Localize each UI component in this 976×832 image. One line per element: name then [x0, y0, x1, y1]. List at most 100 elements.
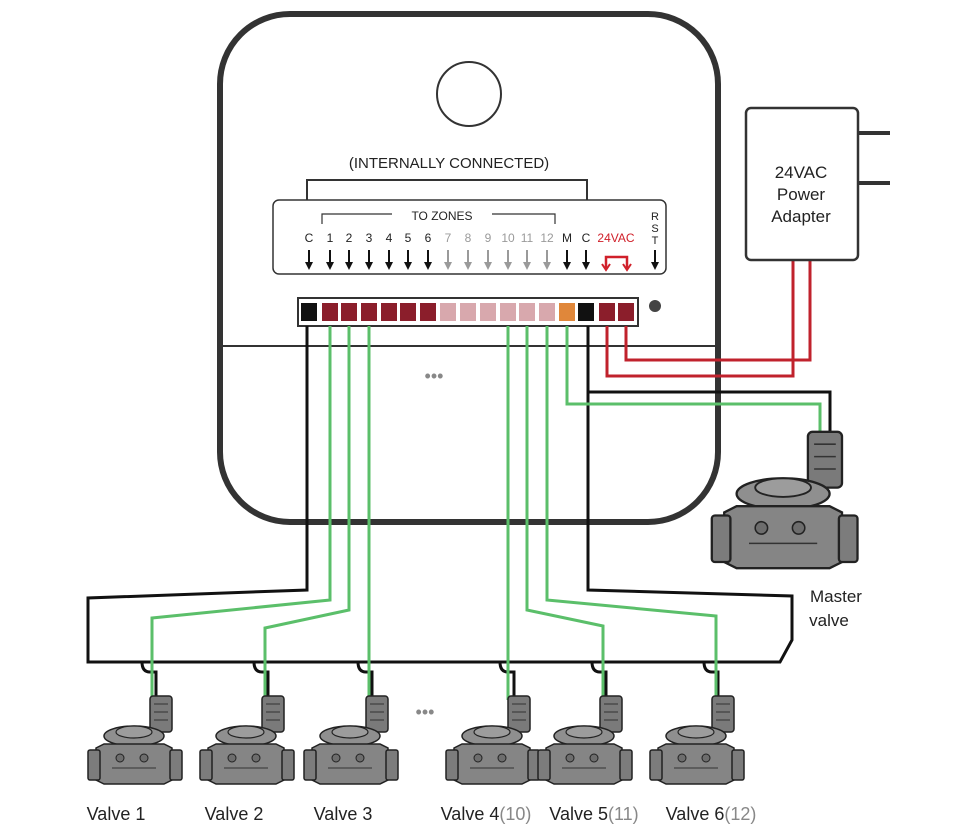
zone-valve — [649, 695, 745, 785]
terminal-arrow — [563, 250, 571, 270]
terminal-arrow — [424, 250, 432, 270]
terminal-label: 1 — [327, 231, 334, 245]
terminal-block — [578, 303, 594, 321]
terminal-arrow — [582, 250, 590, 270]
terminal-arrow — [651, 250, 659, 270]
controller-knob — [436, 61, 502, 127]
terminal-block — [599, 303, 615, 321]
valve-label: Valve 5(11) — [549, 804, 638, 824]
adapter-label-line1: 24VAC — [775, 163, 828, 182]
terminal-block — [480, 303, 496, 321]
master-valve-label-line2: valve — [809, 611, 849, 630]
terminal-block — [420, 303, 436, 321]
master-valve-label-line1: Master — [810, 587, 862, 606]
terminal-arrow — [523, 250, 531, 270]
terminal-arrow — [305, 250, 313, 270]
zone-wire-1 — [150, 326, 332, 700]
terminal-label: 10 — [501, 231, 515, 245]
terminal-label: 6 — [425, 231, 432, 245]
zone-valve — [303, 695, 399, 785]
red-wire-2 — [624, 260, 812, 362]
terminal-arrow — [484, 250, 492, 270]
terminal-label: 3 — [366, 231, 373, 245]
terminal-block — [440, 303, 456, 321]
terminal-label: 5 — [405, 231, 412, 245]
valve-label: Valve 6(12) — [666, 804, 757, 824]
terminal-arrows — [305, 250, 659, 270]
terminal-block — [361, 303, 377, 321]
zone-wire-6 — [545, 326, 718, 700]
to-zones-bracket — [321, 213, 556, 224]
vac-label: 24VAC — [597, 231, 634, 245]
vac-jumper-arrowheads — [601, 263, 632, 272]
terminal-block — [400, 303, 416, 321]
terminal-arrow — [543, 250, 551, 270]
reset-button[interactable] — [649, 300, 661, 312]
rst-label: R S T — [651, 211, 659, 247]
zone-wire-2 — [263, 326, 351, 700]
zone-wire-5 — [525, 326, 605, 700]
controller-ellipsis: ••• — [425, 366, 444, 386]
common-drops — [140, 661, 720, 698]
common-drop — [590, 661, 608, 698]
terminal-arrow — [345, 250, 353, 270]
terminal-arrow — [365, 250, 373, 270]
terminal-block — [500, 303, 516, 321]
terminal-block — [322, 303, 338, 321]
valve-label: Valve 3 — [314, 804, 373, 824]
valve-labels: Valve 1 Valve 2 Valve 3 Valve 4(10) Valve 5(… — [87, 804, 757, 824]
common-drop — [356, 661, 374, 698]
terminal-label: M — [562, 231, 572, 245]
zone-wires — [150, 326, 822, 700]
master-common-wire — [588, 390, 832, 440]
terminal-label: 8 — [465, 231, 472, 245]
terminal-arrow — [385, 250, 393, 270]
terminal-arrow — [444, 250, 452, 270]
valves-ellipsis: ••• — [416, 702, 435, 722]
terminal-block — [618, 303, 634, 321]
terminal-arrow — [504, 250, 512, 270]
terminal-block — [559, 303, 575, 321]
valve-label: Valve 4(10) — [441, 804, 532, 824]
terminal-label: 4 — [386, 231, 393, 245]
valve-label: Valve 2 — [205, 804, 264, 824]
terminal-arrow — [326, 250, 334, 270]
terminal-block — [519, 303, 535, 321]
common-drop — [702, 661, 720, 698]
valve-label: Valve 1 — [87, 804, 146, 824]
terminal-label: 11 — [521, 231, 534, 245]
power-adapter — [744, 106, 860, 262]
zone-valve — [87, 695, 183, 785]
adapter-label-line2: Power — [777, 185, 826, 204]
zone-valve — [537, 695, 633, 785]
terminal-block — [460, 303, 476, 321]
master-valve-wire — [565, 326, 822, 440]
red-wire-1 — [605, 260, 795, 378]
terminal-label: C — [582, 231, 591, 245]
terminal-block — [341, 303, 357, 321]
to-zones-label: TO ZONES — [411, 209, 472, 223]
terminal-label: 2 — [346, 231, 353, 245]
terminal-label: 9 — [485, 231, 492, 245]
internal-connection-bracket — [306, 179, 588, 200]
svg-text:R: R — [651, 211, 659, 223]
common-drop — [252, 661, 270, 698]
terminal-label: C — [305, 231, 314, 245]
terminal-block — [539, 303, 555, 321]
common-wire-loop — [86, 326, 794, 664]
terminal-label: 7 — [445, 231, 452, 245]
terminal-block — [381, 303, 397, 321]
terminal-arrow — [404, 250, 412, 270]
adapter-label-line3: Adapter — [771, 207, 831, 226]
svg-text:T: T — [652, 235, 659, 247]
zone-valve — [445, 695, 541, 785]
terminal-blocks — [301, 303, 634, 321]
vac-jumper-arrow — [604, 255, 629, 268]
svg-text:S: S — [651, 223, 658, 235]
internally-connected-label: (INTERNALLY CONNECTED) — [349, 155, 549, 172]
zone-valve — [199, 695, 295, 785]
terminal-label: 12 — [540, 231, 554, 245]
master-valve — [710, 430, 859, 570]
